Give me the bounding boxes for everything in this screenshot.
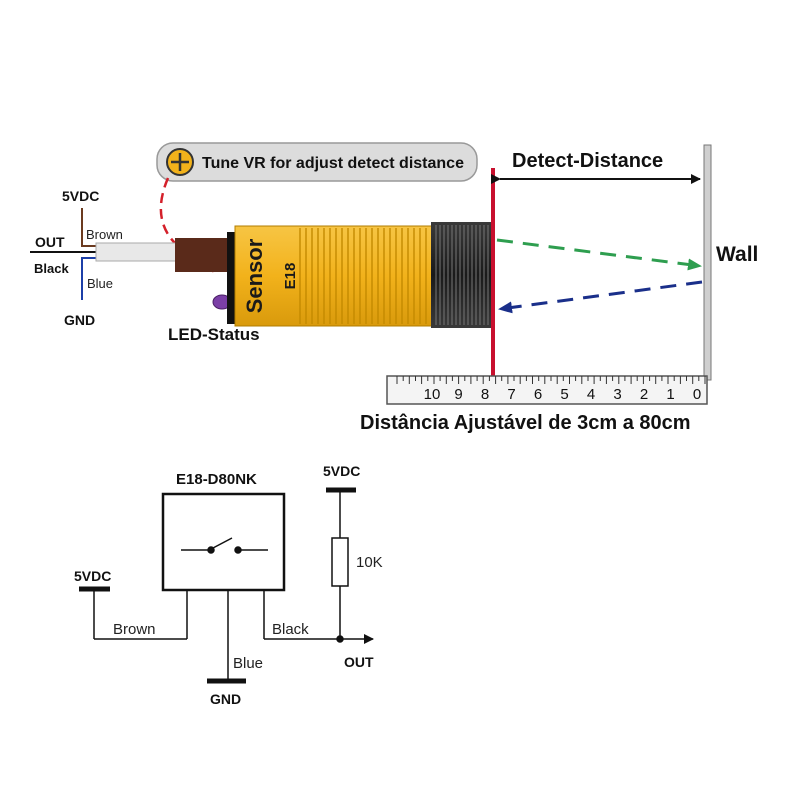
led-status-label: LED-Status [168,325,260,344]
ruler-tick-label: 8 [481,386,489,403]
return-ray [498,280,703,314]
module-label: E18-D80NK [176,471,257,488]
ruler-minor-ticks [396,376,706,384]
schem-blue-label: Blue [233,655,263,672]
ruler-tick-label: 9 [454,386,462,403]
ruler-tick-label: 1 [666,386,674,403]
ruler-tick-label: 2 [640,386,648,403]
potentiometer-icon [166,148,194,176]
resistor [331,537,349,587]
ruler-tick-label: 5 [560,386,568,403]
schem-5vdc-left: 5VDC [74,568,111,584]
resistor-label: 10K [356,554,383,571]
tune-note: Tune VR for adjust detect distance [156,142,478,182]
wire-blue-label: Blue [87,276,113,291]
ruler-tick-label: 3 [613,386,621,403]
schem-black-label: Black [272,621,309,638]
schem-5vdc-right: 5VDC [323,463,360,479]
wire-brown-label: Brown [86,227,123,242]
tune-arrow [159,177,227,273]
ruler-tick-label: 0 [693,386,701,403]
sensor-model: E18 [282,263,299,290]
schem-gnd-label: GND [210,691,241,707]
ruler-tick-label: 4 [587,386,595,403]
wall-label: Wall [716,243,758,266]
wire-black-label: Black [34,261,69,276]
wire-gnd-label: GND [64,312,95,328]
module-box [161,492,286,592]
schem-out-label: OUT [344,654,374,670]
sensor-word: Sensor [242,238,267,313]
schematic [79,487,374,684]
wire-5vdc-label: 5VDC [62,188,99,204]
schem-brown-label: Brown [113,621,156,638]
ruler-tick-label: 10 [424,386,441,403]
lens-knurl [435,225,489,325]
wire-out-label: OUT [35,234,65,250]
ruler-tick-label: 7 [507,386,515,403]
emit-ray [496,238,702,271]
detect-distance-label: Detect-Distance [512,150,663,172]
ruler-tick-label: 6 [534,386,542,403]
wall [703,144,712,381]
range-caption: Distância Ajustável de 3cm a 80cm [360,412,691,434]
tune-note-text: Tune VR for adjust detect distance [202,155,464,172]
sensor-body: Sensor E18 [175,222,491,328]
sensor-thread [299,228,427,324]
